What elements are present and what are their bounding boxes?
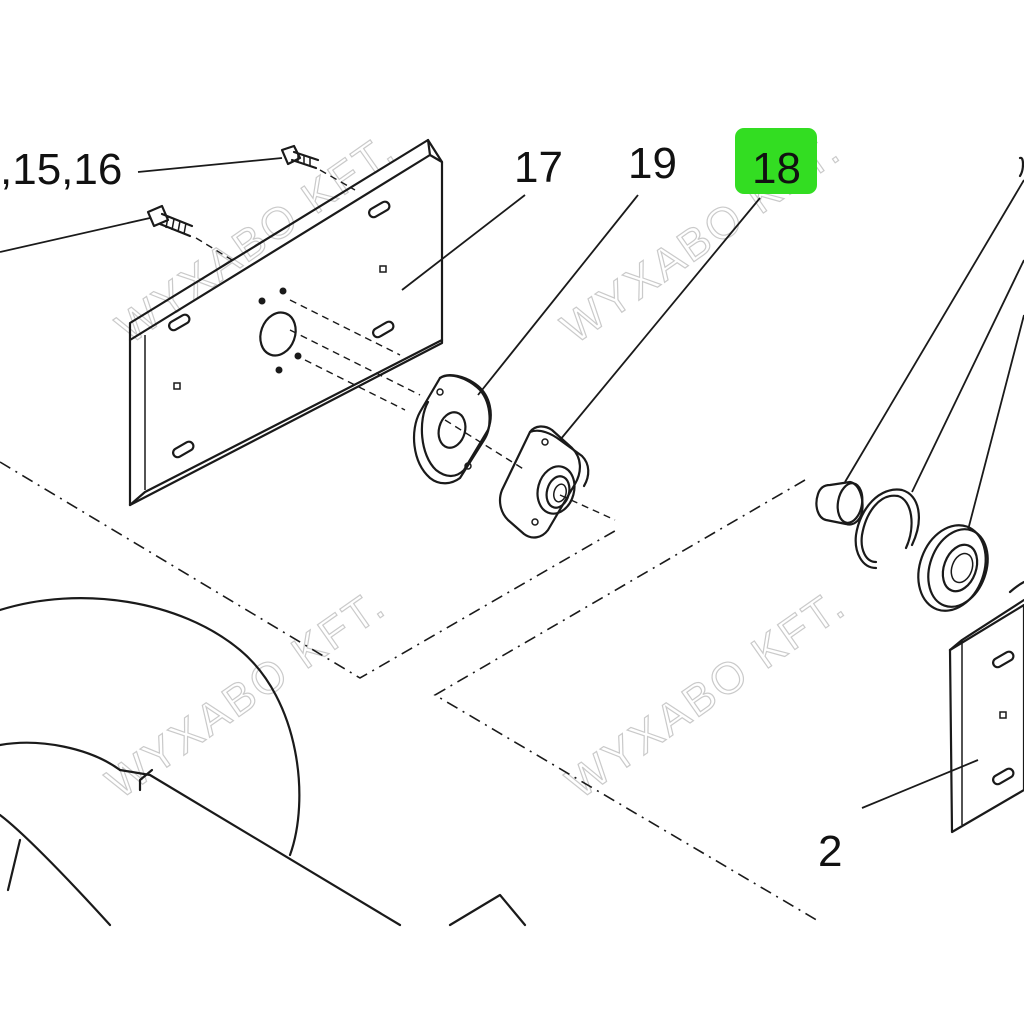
bolt-axis-lower [304, 359, 406, 411]
leader-bearing [967, 314, 1024, 531]
callout-18-highlight [735, 128, 817, 194]
axis-line [289, 329, 616, 521]
callout-19: 19 [628, 139, 677, 188]
callout-2: 2 [818, 827, 842, 876]
leader-lower-screw [0, 217, 151, 253]
callout-15-16: ,15,16 [0, 145, 122, 194]
leader-ring [911, 259, 1024, 493]
mounting-plate-17 [128, 138, 444, 507]
flange-bearing-18 [498, 425, 590, 539]
watermarks: WYXABO KFT. WYXABO KFT. WYXABO KFT. WYXA… [97, 124, 856, 809]
snap-ring [854, 488, 920, 570]
callout-18: 18 [752, 144, 801, 193]
watermark-1: WYXABO KFT. [108, 124, 405, 353]
callout-17: 17 [514, 143, 563, 192]
leader-2 [861, 759, 979, 809]
collar [815, 480, 864, 526]
leader-17 [401, 194, 526, 291]
screw-lower [146, 204, 233, 261]
lower-boundary [433, 479, 821, 923]
leader-15-16 [137, 157, 283, 173]
flange-gasket-19 [413, 374, 492, 485]
callout-partial-right [1018, 156, 1024, 178]
ball-bearing [917, 524, 989, 612]
leader-18 [559, 197, 761, 441]
leader-collar [844, 179, 1024, 483]
bolt-axis-upper [289, 299, 401, 356]
upper-boundary [0, 461, 621, 679]
watermark-4: WYXABO KFT. [558, 579, 855, 808]
leader-lines [0, 157, 1024, 809]
leader-19 [477, 194, 639, 396]
screw-upper [280, 144, 356, 191]
side-plate-2 [948, 580, 1024, 834]
drum-housing [0, 597, 527, 927]
boundary-lines [0, 461, 821, 923]
